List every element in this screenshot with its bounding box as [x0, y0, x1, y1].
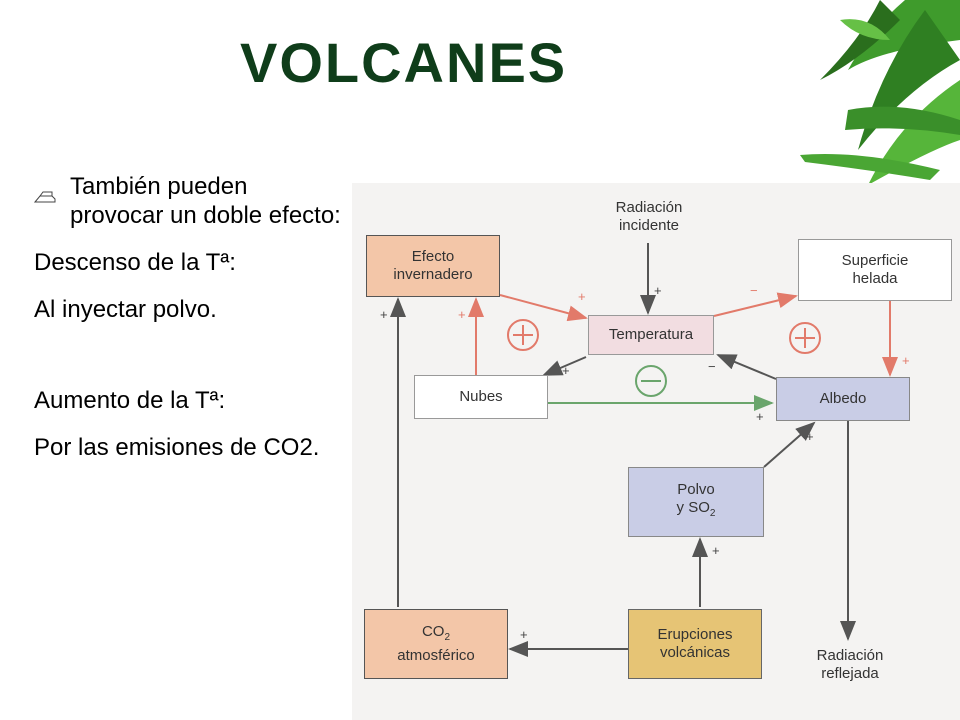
sign-radiacion: + — [654, 283, 662, 298]
superficie-helada-box: Superficie helada — [798, 239, 952, 301]
radiacion-incidente-label: Radiación incidente — [615, 199, 683, 234]
bullet-text: También pueden provocar un doble efecto: — [70, 173, 341, 229]
arrow-temperatura-superficie — [713, 292, 798, 317]
slide-title: VOLCANES — [240, 31, 568, 94]
climate-feedback-diagram: Radiación incidente Efecto invernadero S… — [352, 183, 960, 720]
line-aumento: Aumento de la Tª: — [34, 387, 226, 414]
bullet-item: También pueden provocar un doble efecto: — [33, 172, 344, 248]
pen-bullet-icon — [33, 172, 70, 248]
sign-polvo-albedo: + — [806, 429, 814, 444]
positive-loop-right-icon — [789, 322, 821, 354]
line-descenso: Descenso de la Tª: — [34, 249, 236, 276]
efecto-invernadero-box: Efecto invernadero — [366, 235, 500, 297]
line-co2: Por las emisiones de CO2. — [34, 434, 320, 461]
radiacion-reflejada-label: Radiación reflejada — [816, 647, 884, 682]
sign-superficie: − — [750, 283, 758, 298]
sign-invernadero: + — [578, 289, 586, 304]
arrow-albedo-temperatura — [716, 354, 777, 380]
albedo-box: Albedo — [776, 377, 910, 421]
sign-erupciones-polvo: + — [712, 543, 720, 558]
nubes-box: Nubes — [414, 375, 548, 419]
temperatura-box: Temperatura — [588, 315, 714, 355]
arrow-polvo-albedo — [763, 421, 816, 468]
sign-albedo-in: + — [902, 353, 910, 368]
polvo-label: Polvo — [677, 481, 715, 498]
co2-label: CO2 — [421, 623, 451, 643]
arrow-temperatura-nubes — [542, 356, 587, 376]
polvo-so2-box: Polvo y SO2 — [628, 467, 764, 537]
sign-co2-invernadero: + — [380, 307, 388, 322]
erupciones-volcanicas-box: Erupciones volcánicas — [628, 609, 762, 679]
positive-loop-left-icon — [507, 319, 539, 351]
arrow-invernadero-temperatura — [499, 294, 588, 322]
sign-temperatura-nubes: + — [562, 363, 570, 378]
co2-atmosferico-box: CO2 atmosférico — [364, 609, 508, 679]
sign-albedo-temperatura: − — [708, 359, 716, 374]
atmosferico-label: atmosférico — [397, 647, 475, 664]
negative-loop-icon — [635, 365, 667, 397]
line-polvo: Al inyectar polvo. — [34, 296, 217, 323]
diagram-arrows — [390, 243, 898, 657]
so2-label: y SO2 — [676, 499, 716, 519]
sign-nubes-invernadero: + — [458, 307, 466, 322]
sign-nubes-albedo: + — [756, 409, 764, 424]
sign-erupciones-co2: + — [520, 627, 528, 642]
slide-body: También pueden provocar un doble efecto:… — [33, 172, 344, 480]
